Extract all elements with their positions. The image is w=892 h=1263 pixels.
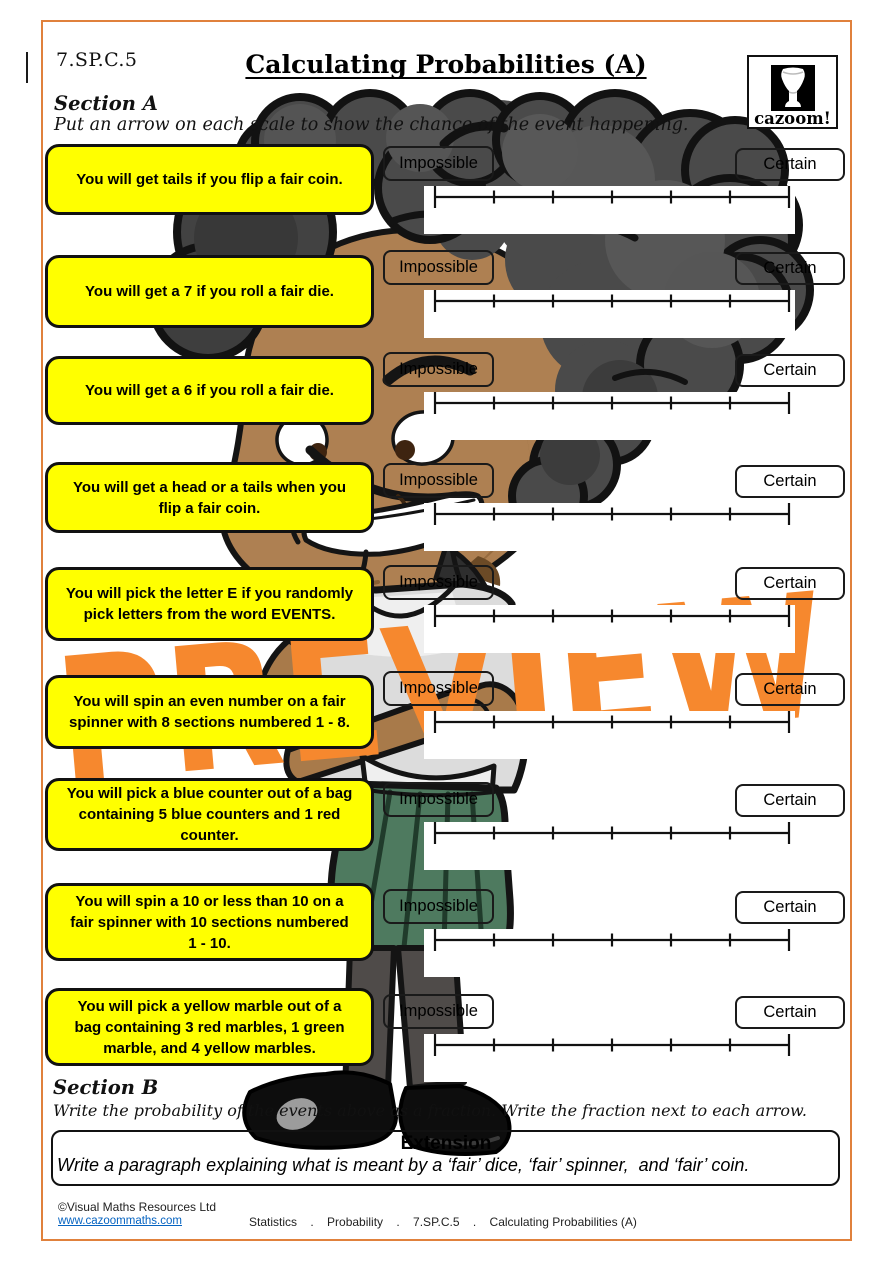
probability-scale[interactable] [424,503,795,551]
event-statement: You will get a 6 if you roll a fair die. [45,356,374,425]
certain-label: Certain [735,784,845,817]
impossible-label: Impossible [383,352,494,387]
section-a-heading: Section A [54,92,158,115]
impossible-label: Impossible [383,889,494,924]
footer-copyright: ©Visual Maths Resources Ltd [58,1200,217,1214]
certain-label: Certain [735,996,845,1029]
event-statement: You will spin an even number on a fair s… [45,675,374,749]
certain-label: Certain [735,891,845,924]
extension-heading: Extension [400,1133,492,1154]
impossible-label: Impossible [383,565,494,600]
scale-line [433,186,791,208]
event-statement: You will pick the letter E if you random… [45,567,374,641]
certain-label: Certain [735,252,845,285]
probability-scale[interactable] [424,1034,795,1082]
page-title: Calculating Probabilities (A) [245,50,647,79]
impossible-label: Impossible [383,250,494,285]
scale-line [433,503,791,525]
footer-website-link[interactable]: www.cazoommaths.com [58,1215,182,1227]
scale-line [433,290,791,312]
probability-scale[interactable] [424,186,795,234]
standard-code: 7.SP.C.5 [56,49,138,71]
probability-scale[interactable] [424,822,795,870]
certain-label: Certain [735,148,845,181]
probability-scale[interactable] [424,605,795,653]
scale-line [433,392,791,414]
cazoom-logo: cazoom! [747,55,838,129]
scale-line [433,605,791,627]
event-statement: You will pick a blue counter out of a ba… [45,778,374,851]
probability-scale[interactable] [424,392,795,440]
section-b-instruction: Write the probability of the events abov… [53,1101,807,1120]
probability-scale[interactable] [424,929,795,977]
certain-label: Certain [735,354,845,387]
certain-label: Certain [735,465,845,498]
footer-breadcrumb: Statistics . Probability . 7.SP.C.5 . Ca… [249,1215,637,1229]
impossible-label: Impossible [383,146,494,181]
scale-line [433,711,791,733]
extension-instruction: Write a paragraph explaining what is mea… [57,1155,750,1175]
event-statement: You will get tails if you flip a fair co… [45,144,374,215]
djembe-drum-icon [771,65,815,111]
certain-label: Certain [735,567,845,600]
certain-label: Certain [735,673,845,706]
impossible-label: Impossible [383,994,494,1029]
event-statement: You will get a 7 if you roll a fair die. [45,255,374,328]
probability-scale[interactable] [424,290,795,338]
crop-mark [26,52,28,83]
impossible-label: Impossible [383,782,494,817]
impossible-label: Impossible [383,671,494,706]
shoes [242,1070,512,1156]
scale-line [433,929,791,951]
scale-line [433,822,791,844]
section-a-instruction: Put an arrow on each scale to show the c… [54,115,689,135]
logo-brand-text: cazoom! [754,109,831,128]
right-eyebrow [382,355,476,386]
event-statement: You will spin a 10 or less than 10 on a … [45,883,374,961]
probability-scale[interactable] [424,711,795,759]
event-statement: You will get a head or a tails when you … [45,462,374,533]
event-statement: You will pick a yellow marble out of a b… [45,988,374,1066]
scale-line [433,1034,791,1056]
impossible-label: Impossible [383,463,494,498]
section-b-heading: Section B [53,1076,159,1099]
extension-box [51,1130,840,1186]
